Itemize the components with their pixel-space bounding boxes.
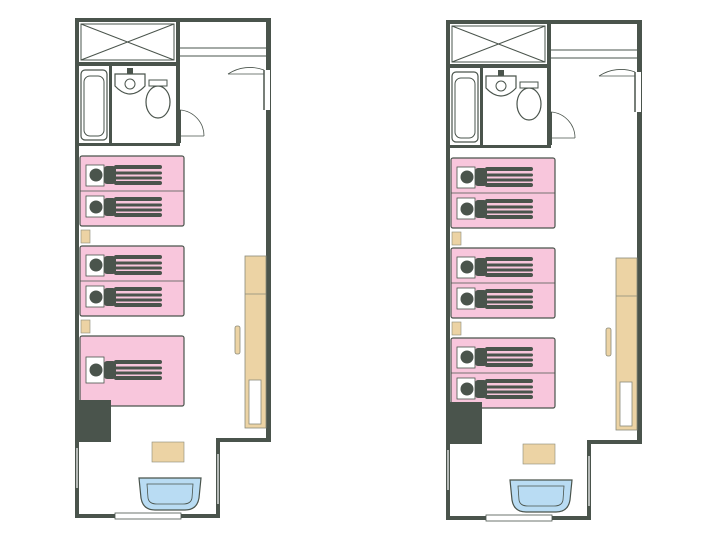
person-icon	[460, 347, 533, 367]
person-icon	[89, 360, 162, 380]
wall-right-notch	[216, 438, 271, 442]
wall-bathroom-divider	[446, 64, 551, 68]
window-icon	[76, 448, 219, 520]
wall-right-notch	[587, 440, 642, 444]
chair-icon	[138, 477, 202, 511]
bathtub-icon	[451, 71, 479, 143]
bed	[450, 247, 556, 319]
closet	[450, 402, 482, 444]
bathtub-icon	[80, 69, 108, 141]
wall-bathroom-right	[176, 18, 180, 143]
toilet-icon	[516, 81, 542, 121]
sink-icon	[114, 68, 146, 95]
wall-tub-divider	[480, 68, 483, 145]
person-icon	[89, 165, 162, 185]
nightstand	[451, 321, 462, 336]
wall-top	[75, 18, 271, 22]
wall-right	[637, 20, 642, 440]
side-table	[151, 441, 185, 463]
person-icon	[460, 167, 533, 187]
door-icon	[227, 67, 270, 110]
wall-top	[446, 20, 642, 24]
person-icon	[89, 197, 162, 217]
bed	[450, 157, 556, 229]
floor-plan-left	[75, 18, 271, 520]
wall-bathroom-bottom	[446, 145, 551, 148]
nightstand	[451, 231, 462, 246]
sink-icon	[485, 70, 517, 97]
bed	[79, 155, 185, 227]
side-table	[522, 443, 556, 465]
stool	[234, 325, 241, 355]
wall-bathroom-bottom	[75, 143, 180, 146]
nightstand	[80, 229, 91, 244]
storage-box	[80, 23, 175, 61]
wall-tub-divider	[109, 66, 112, 143]
desk	[605, 257, 638, 431]
floor-plan-right	[446, 20, 642, 522]
storage-box	[451, 25, 546, 63]
person-icon	[460, 289, 533, 309]
chair-icon	[509, 479, 573, 513]
wall-right	[266, 18, 271, 438]
window-icon	[447, 450, 590, 522]
person-icon	[89, 287, 162, 307]
door-icon	[179, 109, 205, 143]
toilet-icon	[145, 79, 171, 119]
bed	[79, 245, 185, 317]
stool	[605, 327, 612, 357]
person-icon	[460, 379, 533, 399]
person-icon	[89, 255, 162, 275]
wall-left	[75, 18, 79, 518]
wall-bathroom-divider	[75, 62, 180, 66]
wall-bathroom-right	[547, 20, 551, 145]
wall-left	[446, 20, 450, 520]
nightstand	[80, 319, 91, 334]
bed	[79, 335, 185, 407]
person-icon	[460, 199, 533, 219]
door-icon	[598, 69, 641, 112]
person-icon	[460, 257, 533, 277]
closet	[79, 400, 111, 442]
desk	[234, 255, 267, 429]
door-icon	[550, 111, 576, 145]
bed	[450, 337, 556, 409]
